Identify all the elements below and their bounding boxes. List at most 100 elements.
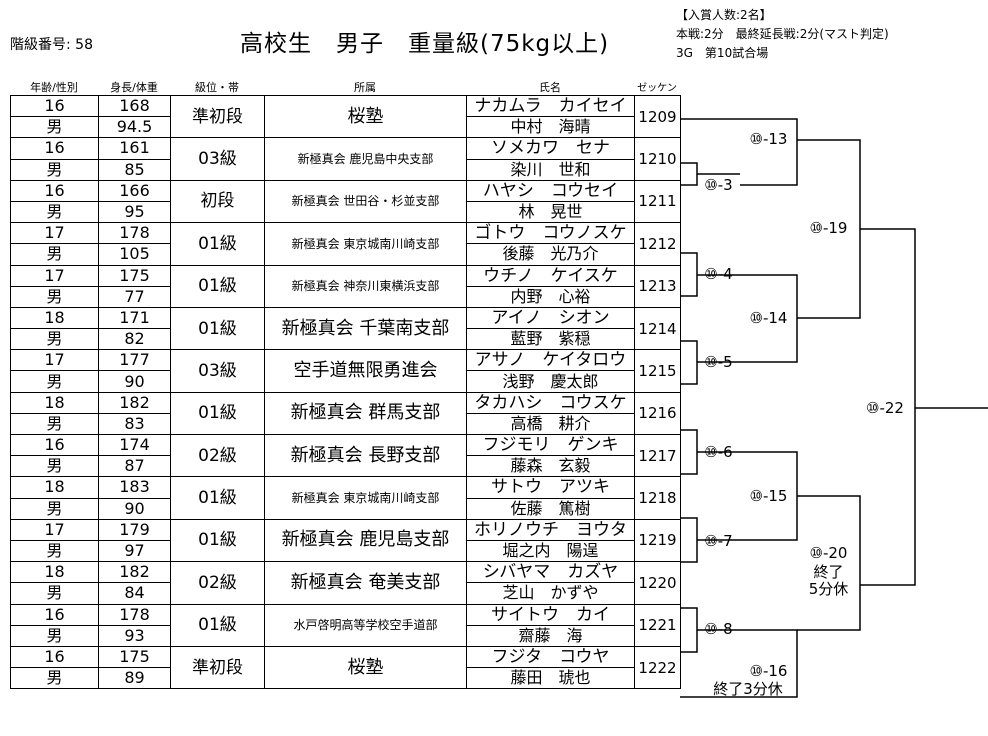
bib-number-cell: 1212	[634, 222, 681, 266]
affiliation-cell: 新極真会 千葉南支部	[264, 306, 467, 351]
column-header-grade: 級位・帯	[195, 81, 239, 94]
affiliation-cell: 新極真会 東京城南川崎支部	[264, 476, 467, 520]
affiliation-cell: 新極真会 鹿児島中央支部	[264, 137, 467, 181]
grade-cell: 01級	[170, 306, 265, 351]
weight-cell: 94.5	[98, 116, 171, 139]
match-note-m20-finished: 終了	[813, 563, 844, 581]
sex-cell: 男	[10, 116, 99, 139]
sex-cell: 男	[10, 624, 99, 647]
weight-cell: 85	[98, 158, 171, 181]
bib-number-cell: 1209	[634, 94, 681, 139]
age-cell: 17	[10, 264, 99, 287]
column-header-height-weight: 身長/体重	[110, 81, 158, 94]
info-line-court: 3G 第10試合場	[676, 46, 769, 60]
match-label-m22: ⑩-22	[866, 399, 904, 417]
name-kana-cell: ゴトウ コウノスケ	[466, 222, 635, 245]
name-cell: 浅野 慶太郎	[466, 370, 635, 393]
age-cell: 17	[10, 349, 99, 372]
age-cell: 18	[10, 306, 99, 330]
event-info: 【入賞人数:2名】 本戦:2分 最終延長戦:2分(マスト判定) 3G 第10試合…	[676, 6, 889, 63]
bib-number-cell: 1219	[634, 518, 681, 563]
column-header-number: ゼッケン	[637, 83, 677, 94]
weight-cell: 82	[98, 328, 171, 351]
match-label-m3: ⑩-3	[704, 176, 733, 194]
sex-cell: 男	[10, 667, 99, 690]
grade-cell: 初段	[170, 179, 265, 224]
class-number: 階級番号: 58	[10, 37, 93, 53]
grade-cell: 02級	[170, 433, 265, 478]
match-label-m6: ⑩-6	[704, 443, 733, 461]
name-kana-cell: アサノ ケイタロウ	[466, 349, 635, 372]
bib-number-cell: 1221	[634, 603, 681, 647]
bib-number-cell: 1217	[634, 433, 681, 478]
bib-number-cell: 1220	[634, 561, 681, 605]
affiliation-cell: 新極真会 鹿児島支部	[264, 518, 467, 563]
match-label-m15: ⑩-15	[749, 487, 788, 505]
column-header-name: 氏名	[539, 81, 561, 94]
age-cell: 18	[10, 476, 99, 499]
sex-cell: 男	[10, 412, 99, 436]
name-cell: 芝山 かずや	[466, 582, 635, 605]
grade-cell: 01級	[170, 222, 265, 266]
bracket-line-m6	[680, 429, 740, 475]
grade-cell: 01級	[170, 603, 265, 647]
match-label-m16: ⑩-16	[749, 662, 788, 680]
match-label-m4: ⑩-4	[704, 265, 733, 283]
height-cell: 175	[98, 645, 171, 669]
sex-cell: 男	[10, 582, 99, 605]
match-label-m13: ⑩-13	[749, 130, 788, 148]
name-kana-cell: タカハシ コウスケ	[466, 391, 635, 414]
bracket-line-m22	[860, 228, 988, 586]
name-cell: 佐藤 篤樹	[466, 497, 635, 520]
grade-cell: 01級	[170, 518, 265, 563]
page-title: 高校生 男子 重量級(75kg以上)	[240, 31, 610, 57]
grade-cell: 準初段	[170, 645, 265, 690]
match-label-m8: ⑩-8	[704, 620, 733, 638]
match-label-m20: ⑩-20	[809, 544, 848, 562]
bib-number-cell: 1210	[634, 137, 681, 181]
match-label-m19: ⑩-19	[809, 219, 848, 237]
bracket-line-m3	[680, 162, 740, 186]
weight-cell: 105	[98, 243, 171, 266]
age-cell: 18	[10, 391, 99, 414]
name-cell: 堀之内 陽逞	[466, 539, 635, 563]
sex-cell: 男	[10, 158, 99, 181]
bracket-line-m16	[680, 629, 798, 698]
bib-number-cell: 1222	[634, 645, 681, 690]
bracket-line-m4	[680, 252, 740, 297]
grade-cell: 01級	[170, 391, 265, 436]
name-cell: 齋藤 海	[466, 624, 635, 647]
bib-number-cell: 1215	[634, 349, 681, 393]
affiliation-cell: 桜塾	[264, 645, 467, 690]
age-cell: 17	[10, 222, 99, 245]
bracket-line-m5	[680, 340, 740, 385]
height-cell: 168	[98, 94, 171, 118]
info-line-rules: 本戦:2分 最終延長戦:2分(マスト判定)	[676, 27, 889, 41]
bracket-line-m13	[680, 118, 798, 186]
weight-cell: 77	[98, 285, 171, 308]
match-label-m14: ⑩-14	[749, 309, 788, 327]
weight-cell: 87	[98, 455, 171, 478]
bib-number-cell: 1214	[634, 306, 681, 351]
grade-cell: 準初段	[170, 94, 265, 139]
name-kana-cell: サトウ アツキ	[466, 476, 635, 499]
